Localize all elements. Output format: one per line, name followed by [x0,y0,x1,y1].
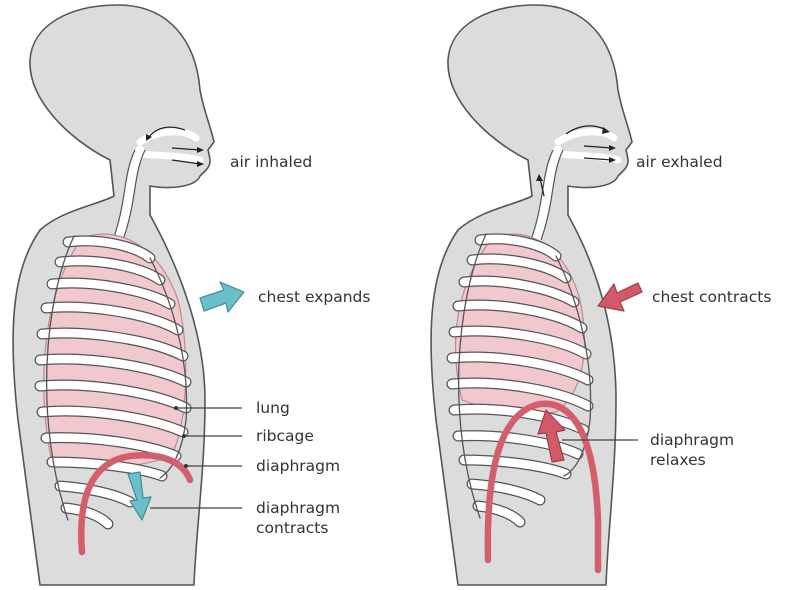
ribcage-label: ribcage [256,427,314,445]
air-inhaled-label: air inhaled [230,153,312,171]
chest-expands-label: chest expands [258,288,370,306]
inhale-panel: air inhaled chest expands lung ribcage d… [13,5,370,585]
air-exhaled-label: air exhaled [636,153,723,171]
chest-contracts-label: chest contracts [652,288,771,306]
exhale-panel: air exhaled chest contracts diaphragm re… [431,5,771,585]
diaphragm-relaxes-label-line1: diaphragm [650,431,734,449]
diaphragm-contracts-label-line1: diaphragm [256,499,340,517]
diaphragm-label: diaphragm [256,457,340,475]
diaphragm-contracts-label-line2: contracts [256,519,328,537]
diaphragm-relaxes-label-line2: relaxes [650,451,706,469]
chest-contracts-arrow [598,283,642,311]
chest-expands-arrow [200,282,244,312]
lung-label: lung [256,399,290,417]
